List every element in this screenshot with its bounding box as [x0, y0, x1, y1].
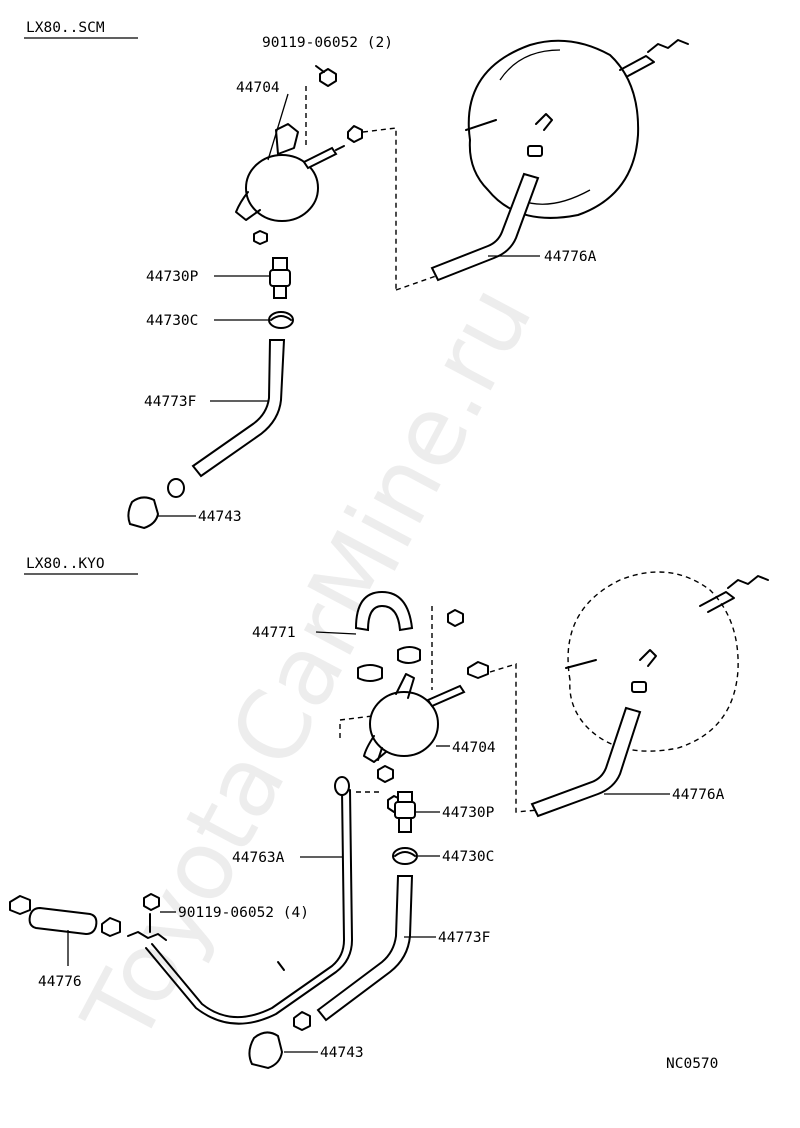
section-scm: LX80..SCM	[24, 20, 689, 530]
label-tank: 44704	[236, 80, 280, 96]
hose-44776a	[530, 706, 642, 818]
hose-44776a	[430, 172, 540, 282]
leader-dash	[395, 275, 437, 291]
leader-dash	[362, 127, 397, 290]
label-hose-f: 44773F	[144, 394, 196, 410]
clamp-left	[9, 895, 31, 915]
leader-dash	[489, 663, 561, 813]
label-44771: 44771	[252, 625, 296, 641]
leader-tank	[267, 93, 289, 161]
clamp-small	[167, 478, 185, 498]
label-clip: 44743	[198, 509, 242, 525]
bolt-top	[447, 609, 464, 627]
hose-44773f	[316, 875, 414, 1022]
label-clip: 44743	[320, 1045, 364, 1061]
vacuum-tank-44704	[363, 673, 466, 763]
clamp-small	[293, 1011, 311, 1031]
label-pipe: 44763A	[232, 850, 285, 866]
bolt-mid	[377, 765, 394, 783]
clamp-44730c	[268, 311, 294, 329]
diagram-code: NC0570	[666, 1056, 718, 1072]
brake-booster	[465, 39, 689, 219]
label-bolt: 90119-06052 (2)	[262, 35, 393, 51]
clamp-right	[101, 917, 121, 937]
leader-44771	[315, 631, 357, 635]
brake-booster	[565, 571, 769, 752]
pipe-44763a	[151, 789, 345, 1019]
label-valve: 44730P	[146, 269, 199, 285]
section-title-kyo: LX80..KYO	[26, 556, 105, 572]
check-valve-44730p	[394, 791, 416, 833]
label-valve: 44730P	[442, 805, 495, 821]
label-clamp: 44730C	[146, 313, 198, 329]
label-hose-a: 44776A	[544, 249, 597, 265]
hose-44771	[354, 590, 414, 632]
clamp-a	[357, 664, 383, 682]
fitting	[127, 931, 167, 941]
clamp-b	[397, 646, 421, 664]
label-hose-f: 44773F	[438, 930, 490, 946]
leader-dash	[339, 715, 373, 738]
section-kyo: LX80..KYO	[9, 556, 769, 1070]
label-hose-a: 44776A	[672, 787, 725, 803]
label-clamp: 44730C	[442, 849, 494, 865]
hose-44773f	[191, 339, 286, 478]
label-hose-76: 44776	[38, 974, 82, 990]
section-title-scm: LX80..SCM	[26, 20, 105, 36]
label-tank: 44704	[452, 740, 496, 756]
vacuum-tank-44704	[235, 123, 363, 222]
check-valve-44730p	[269, 257, 291, 299]
bolt-lower	[253, 230, 268, 245]
hose-44776	[28, 906, 98, 936]
clip-44743	[127, 496, 160, 530]
clamp-c	[467, 661, 489, 679]
bolt-90119	[143, 893, 160, 911]
clip-44743	[248, 1031, 284, 1070]
label-bolt: 90119-06052 (4)	[178, 905, 309, 921]
clamp-44730c	[392, 847, 418, 865]
bolt-90119	[315, 65, 337, 87]
